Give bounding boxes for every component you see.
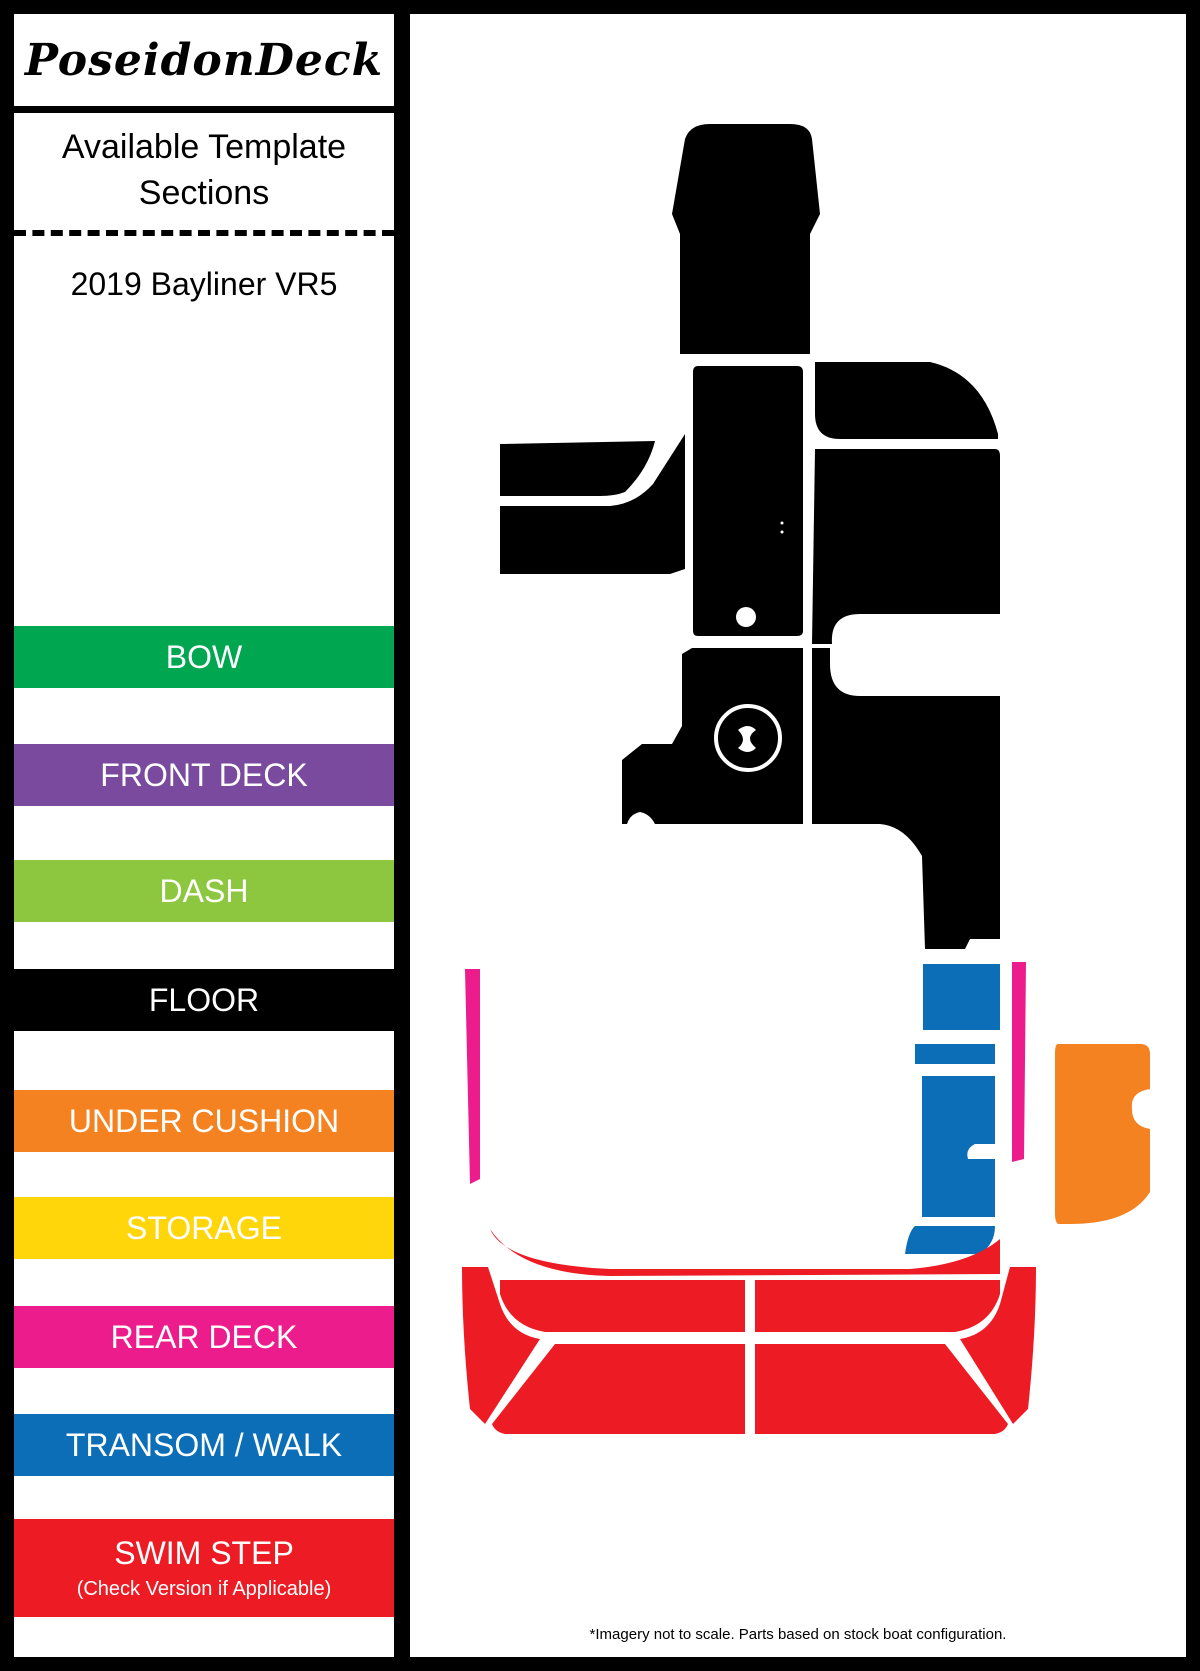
swim-step-right (960, 1267, 1036, 1424)
legend-floor: FLOOR (14, 969, 394, 1031)
rear-deck-starboard (1012, 962, 1026, 1162)
swim-step-center-right (755, 1280, 1000, 1332)
transom-walk-parts (905, 964, 1000, 1254)
floor-parts (500, 124, 1000, 949)
footer-note: *Imagery not to scale. Parts based on st… (589, 1626, 1007, 1643)
dashed-divider (14, 230, 394, 236)
divider (14, 106, 394, 113)
transom-mid (915, 1044, 995, 1064)
floor-center-upper (693, 366, 803, 636)
swim-step-top-arc (490, 1229, 1000, 1276)
brand-logo: PoseidonDeck (24, 34, 384, 86)
floor-center-lower (622, 648, 803, 824)
under-cushion-part (1055, 1044, 1150, 1224)
legend-bow: BOW (14, 626, 394, 688)
legend-swim-step: SWIM STEP (Check Version if Applicable) (14, 1519, 394, 1617)
rear-deck-port (465, 969, 480, 1184)
floor-bow-piece (672, 124, 820, 354)
sidebar-legend: PoseidonDeck Available Template Sections… (14, 14, 394, 1657)
template-diagram: *Imagery not to scale. Parts based on st… (410, 14, 1186, 1657)
swim-step-parts (462, 1229, 1036, 1434)
transom-lower (922, 1076, 995, 1217)
rear-deck-parts (465, 962, 1026, 1184)
transom-top (923, 964, 1000, 1030)
legend-transom-walk: TRANSOM / WALK (14, 1414, 394, 1476)
legend-dash: DASH (14, 860, 394, 922)
floor-starboard-lower (812, 648, 1000, 949)
floor-port-wing (500, 441, 655, 496)
boat-model: 2019 Bayliner VR5 (70, 266, 338, 302)
swim-step-center-left (500, 1280, 745, 1332)
swim-step-bottom-right (755, 1344, 1008, 1434)
transom-base (905, 1226, 995, 1254)
swim-step-left (462, 1267, 540, 1424)
legend-storage: STORAGE (14, 1197, 394, 1259)
floor-starboard-upper (815, 362, 998, 439)
deck-template-drawing (462, 124, 1150, 1434)
available-sections-heading: Available Template Sections (61, 128, 347, 212)
swim-step-bottom-left (492, 1344, 745, 1434)
floor-port-wing-lower (500, 434, 685, 574)
legend-under-cushion: UNDER CUSHION (14, 1090, 394, 1152)
floor-starboard-mid (812, 449, 1000, 644)
hatch (714, 521, 784, 772)
legend-front-deck: FRONT DECK (14, 744, 394, 806)
legend-rear-deck: REAR DECK (14, 1306, 394, 1368)
